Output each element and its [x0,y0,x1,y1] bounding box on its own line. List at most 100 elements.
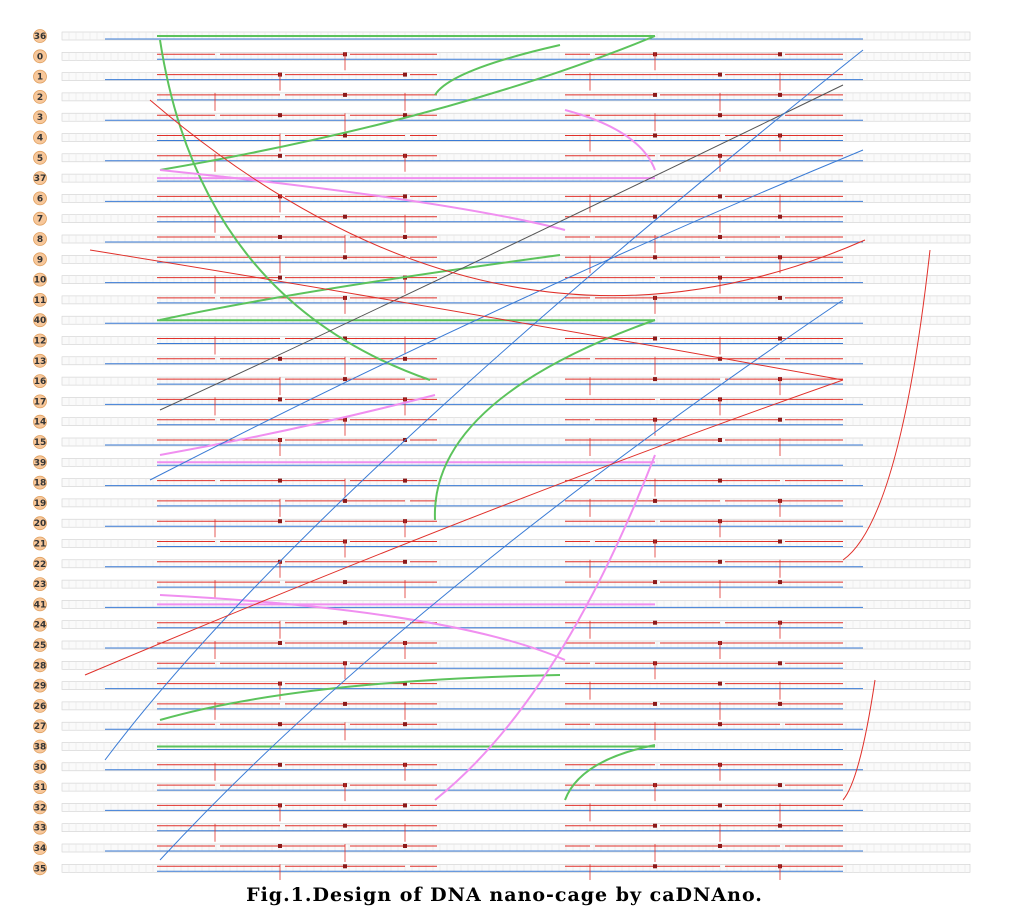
helix-number-badge: 25 [33,638,47,652]
helix-badge-circle [33,617,47,632]
helix-number-label: 7 [37,215,43,225]
helix-number-badge: 40 [33,313,47,328]
helix-badge-circle [33,536,47,551]
helix-badge-circle [33,394,47,409]
helix-number-badge: 3 [33,110,47,125]
helix-number-label: 41 [34,600,47,610]
staple-end-marker [653,377,657,382]
crossover-curve [434,454,656,801]
staple-end-marker [778,539,782,544]
grid-ticks [61,417,966,426]
helix-number-badge: 4 [33,130,47,145]
staple-end-marker [403,356,407,361]
grid-ticks [61,864,966,873]
staple-end-marker [653,498,657,503]
helix-badge-circle [33,171,47,186]
helix-number-badge: 24 [33,617,47,632]
staple-end-marker [403,478,407,483]
grid-ticks [61,478,966,487]
crossover-curve [159,594,566,661]
grid-ticks [61,92,966,101]
helix-badge-circle [33,191,47,206]
grid-ticks [61,356,966,365]
helix-number-badge: 20 [33,516,47,531]
staple-end-marker [718,194,722,199]
grid-ticks [61,153,966,162]
helix-number-label: 29 [34,682,47,692]
helix-badge-circle [33,759,47,774]
grid-ticks [61,336,966,345]
helix-number-badge: 13 [33,353,47,368]
grid-ticks [61,803,966,812]
helix-number-label: 30 [34,763,47,773]
staple-end-marker [278,113,282,118]
staple-end-marker [278,519,282,524]
helix-number-label: 0 [37,52,43,62]
crossover-curve [159,299,844,861]
helix-number-label: 19 [34,499,47,509]
helix-badge-circle [33,780,47,794]
helix-badge-circle [33,699,47,713]
scaffold-layer [105,38,863,872]
staple-end-marker [278,641,282,645]
helix-number-badge: 11 [33,292,47,307]
helix-number-label: 33 [34,824,47,834]
helix-number-badge: 1 [33,69,47,84]
helix-number-badge: 31 [33,780,47,794]
helix-number-badge: 21 [33,536,47,551]
helix-number-badge: 28 [33,658,47,673]
staple-end-marker [278,478,282,483]
staple-end-marker [343,620,347,625]
grid-ticks [61,295,966,304]
staple-end-marker [278,356,282,361]
helix-number-badge: 32 [33,800,47,815]
staple-end-marker [278,153,282,158]
helix-number-label: 25 [34,641,47,651]
helix-badge-circle [33,820,47,835]
staple-end-marker [778,295,782,300]
helix-number-label: 34 [34,844,47,854]
staple-end-marker [653,133,657,138]
helix-number-badge: 36 [33,29,47,43]
staple-end-marker [403,72,407,77]
helix-number-badge: 27 [33,719,47,734]
helix-badge-circle [33,29,47,43]
helix-number-label: 13 [34,357,47,367]
helix-number-badge: 30 [33,759,47,774]
grid-ticks [61,641,966,649]
helix-badge-circle [33,678,47,693]
crossover-curve [159,35,656,171]
staple-end-marker [278,762,282,767]
staple-end-marker [278,275,282,280]
staple-end-marker [718,844,722,848]
staple-end-marker [718,803,722,808]
staple-end-marker [718,722,722,727]
staple-layer [157,35,843,883]
helix-number-label: 21 [34,540,47,550]
helix-badge-circle [33,49,47,64]
helix-number-badge: 5 [33,150,47,165]
helix-badge-circle [33,455,47,470]
staple-end-marker [343,92,347,97]
helix-number-label: 38 [34,743,47,753]
staple-end-marker [653,92,657,97]
grid-ticks [61,438,966,446]
staple-end-marker [778,336,782,341]
helix-number-label: 16 [34,377,47,387]
helix-badge-circle [33,739,47,754]
helix-number-label: 11 [34,296,47,306]
staple-end-marker [343,377,347,382]
grid-ticks [61,519,966,528]
helix-number-label: 14 [34,418,47,428]
staple-end-marker [403,113,407,118]
staple-end-marker [718,478,722,483]
helix-number-label: 23 [34,580,47,590]
staple-end-marker [278,397,282,402]
grid-ticks [61,661,966,670]
crossover-curve [159,84,844,411]
staple-end-marker [653,864,657,869]
helix-number-badge: 35 [33,861,47,876]
helix-number-badge: 38 [33,739,47,754]
helix-badge-circle [33,313,47,328]
helix-badge-circle [33,292,47,307]
